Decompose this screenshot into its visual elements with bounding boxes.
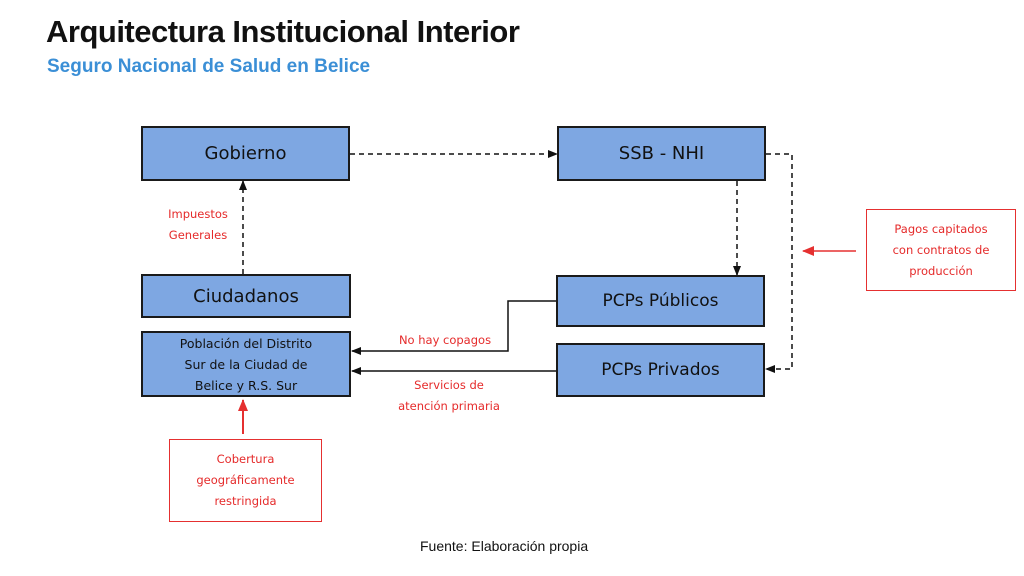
node-pcps-privados: PCPs Privados	[556, 343, 765, 397]
label-servicios-line-1: Servicios de	[414, 378, 484, 392]
node-ciudadanos-label: Ciudadanos	[193, 285, 299, 307]
node-ssb-nhi-label: SSB - NHI	[618, 143, 705, 164]
label-impuestos: Impuestos Generales	[150, 204, 246, 246]
callout-pagos-line-2: con contratos de	[892, 242, 990, 257]
source-note: Fuente: Elaboración propia	[420, 538, 589, 554]
callout-cobertura-line-2: geográficamente	[196, 473, 295, 487]
node-poblacion-line-2: Sur de la Ciudad de	[184, 356, 308, 372]
label-servicios-line-2: atención primaria	[398, 399, 500, 413]
node-gobierno-label: Gobierno	[204, 143, 287, 164]
node-ciudadanos: Ciudadanos	[141, 274, 351, 318]
node-ssb-nhi: SSB - NHI	[557, 126, 766, 181]
callout-pagos: Pagos capitados con contratos de producc…	[866, 209, 1016, 291]
page-title: Arquitectura Institucional Interior	[46, 14, 520, 49]
callout-cobertura-line-1: Cobertura	[216, 452, 275, 466]
callout-cobertura-line-3: restringida	[214, 494, 277, 508]
node-pcps-publicos-label: PCPs Públicos	[602, 291, 719, 311]
callout-cobertura: Cobertura geográficamente restringida	[169, 439, 322, 522]
arrow-ssb-pcps-privados	[765, 153, 793, 373]
node-pcps-privados-label: PCPs Privados	[601, 360, 720, 380]
label-servicios: Servicios de atención primaria	[384, 375, 514, 417]
node-poblacion-line-1: Población del Distrito	[179, 335, 313, 351]
arrow-publicos-poblacion	[351, 300, 556, 355]
label-impuestos-line-1: Impuestos	[168, 207, 228, 221]
node-gobierno: Gobierno	[141, 126, 350, 181]
label-impuestos-line-2: Generales	[168, 228, 228, 242]
node-pcps-publicos: PCPs Públicos	[556, 275, 765, 327]
label-no-copagos: No hay copagos	[398, 333, 492, 347]
callout-pagos-line-1: Pagos capitados	[894, 221, 988, 236]
node-poblacion-line-3: Belice y R.S. Sur	[194, 377, 298, 393]
page-subtitle: Seguro Nacional de Salud en Belice	[47, 56, 371, 77]
node-poblacion: Población del Distrito Sur de la Ciudad …	[141, 331, 351, 397]
callout-pagos-line-3: producción	[909, 263, 973, 278]
